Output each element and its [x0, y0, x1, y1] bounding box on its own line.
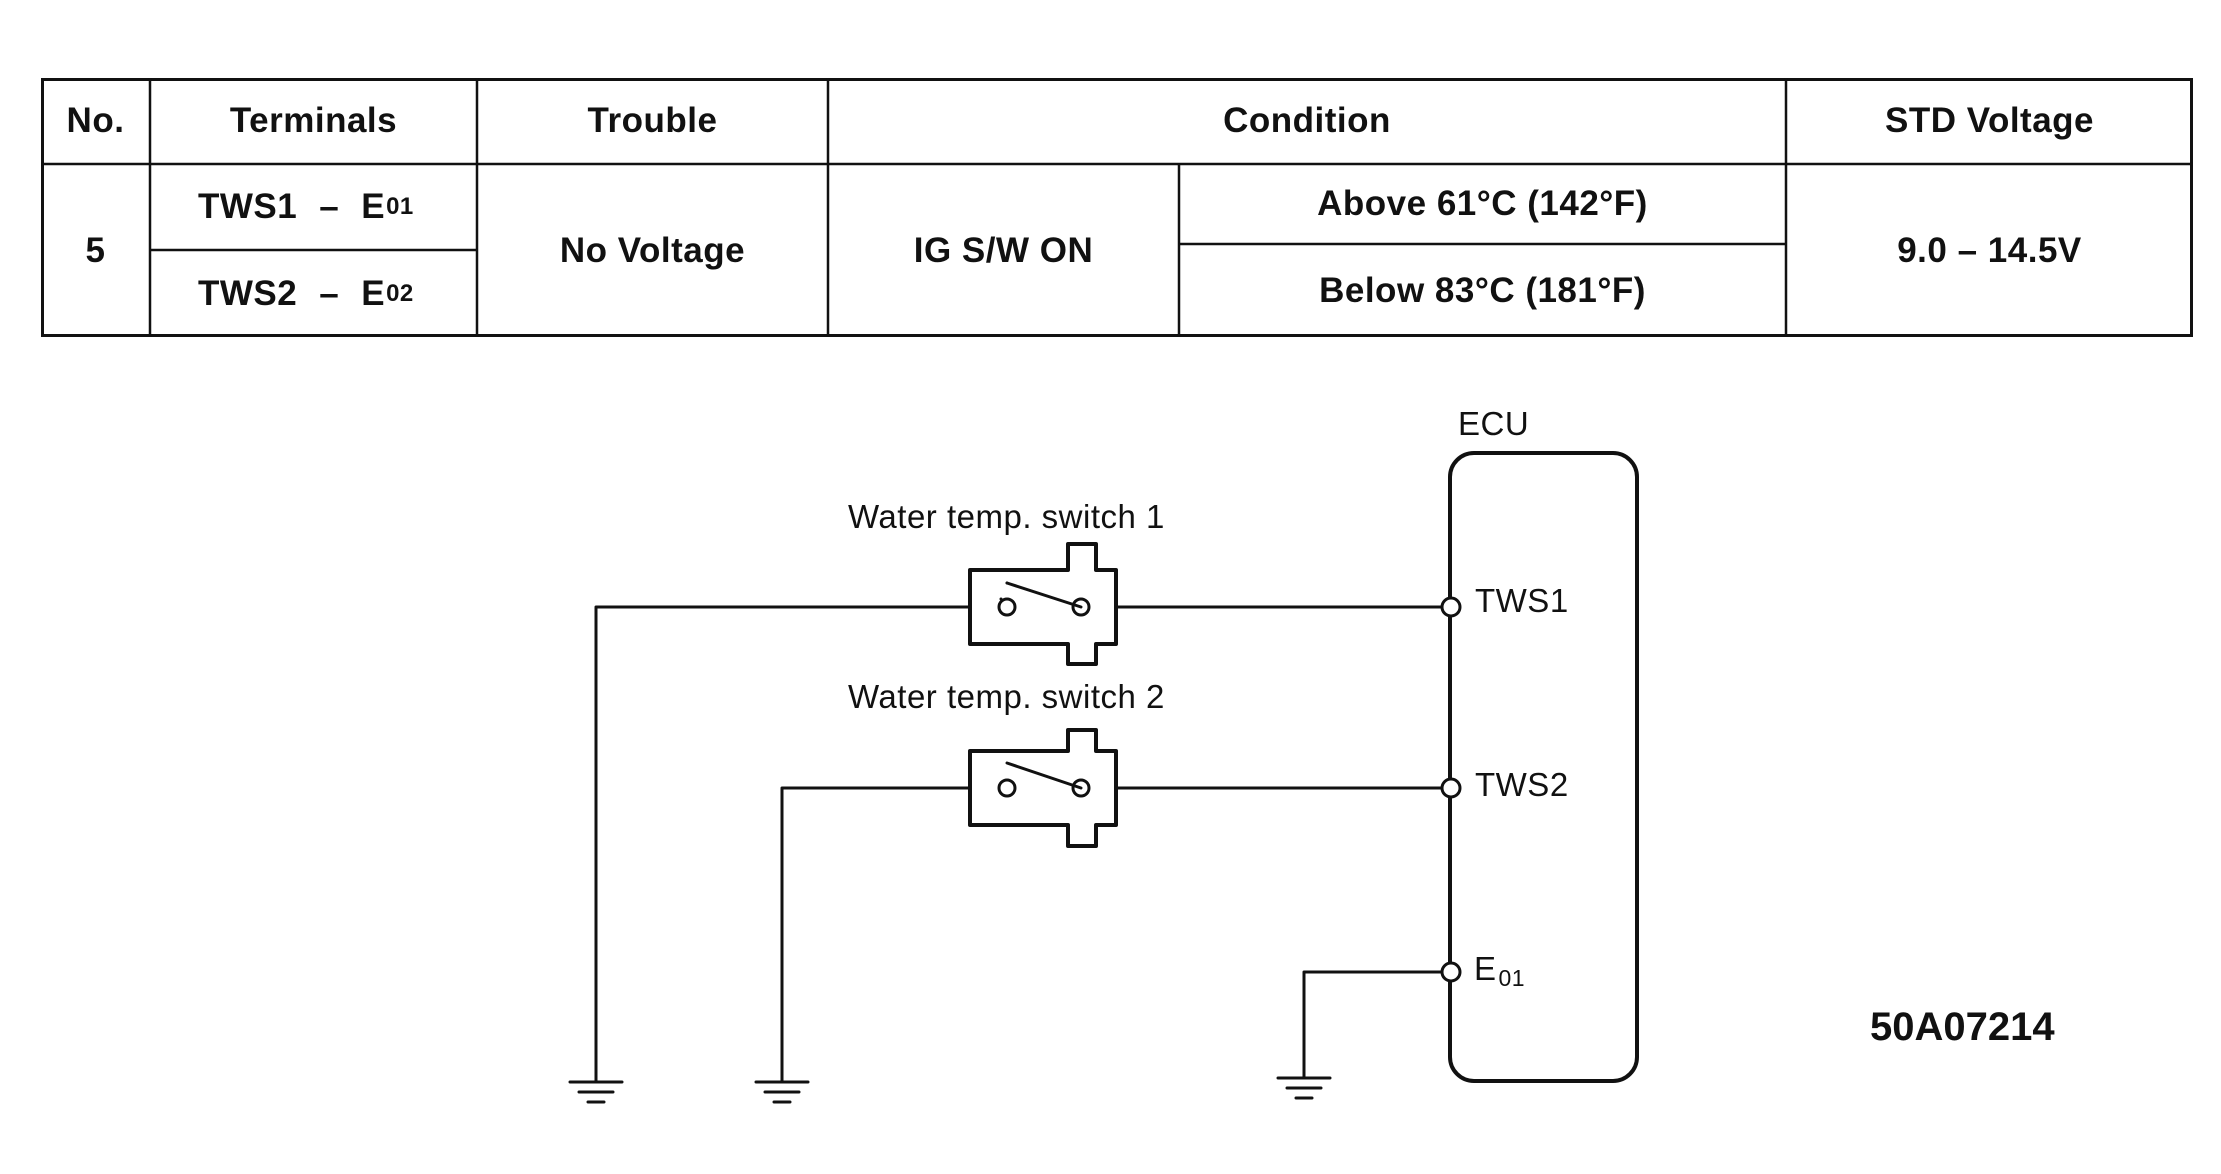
- table-grid: [41, 78, 2193, 337]
- pin-tws2-label: TWS2: [1475, 766, 1569, 803]
- e01-ground-circuit: [1276, 970, 1445, 1100]
- water-temp-switch-2-circuit: [754, 728, 1445, 1104]
- pin-tws1-label: TWS1: [1475, 582, 1569, 619]
- water-temp-switch-1-icon: [968, 542, 1118, 666]
- pin-e01-label: E01: [1474, 950, 1526, 991]
- cell-std-voltage: 9.0 – 14.5V: [1897, 230, 2082, 270]
- header-no: No.: [66, 101, 125, 140]
- water-temp-switch-1-circuit: [568, 542, 1445, 1104]
- pin-e01-terminal: [1440, 961, 1462, 983]
- cell-trouble: No Voltage: [559, 230, 746, 270]
- switch-1-label: Water temp. switch 1: [848, 498, 1165, 535]
- header-condition: Condition: [1223, 101, 1391, 140]
- header-std-voltage: STD Voltage: [1884, 101, 2095, 140]
- ecu-box: [1448, 451, 1639, 1083]
- cell-condition-temp-2: Below 83°C (181°F): [1319, 270, 1646, 310]
- ground-icon-2: [754, 1072, 810, 1104]
- cell-condition-switch: IG S/W ON: [913, 230, 1094, 270]
- figure-reference-code: 50A07214: [1870, 1005, 2055, 1049]
- switch-2-label: Water temp. switch 2: [848, 678, 1165, 715]
- ground-icon-1: [568, 1072, 624, 1104]
- cell-condition-temp-1: Above 61°C (142°F): [1317, 184, 1648, 223]
- pin-tws1-terminal: [1440, 596, 1462, 618]
- header-terminals: Terminals: [229, 101, 398, 140]
- pin-tws2-terminal: [1440, 777, 1462, 799]
- spec-table: No. Terminals Trouble Condition STD Volt…: [41, 78, 2193, 337]
- ecu-label: ECU: [1458, 405, 1530, 442]
- cell-no: 5: [85, 230, 106, 270]
- ground-icon-3: [1276, 1072, 1332, 1100]
- water-temp-switch-2-icon: [968, 728, 1118, 848]
- header-trouble: Trouble: [587, 101, 718, 140]
